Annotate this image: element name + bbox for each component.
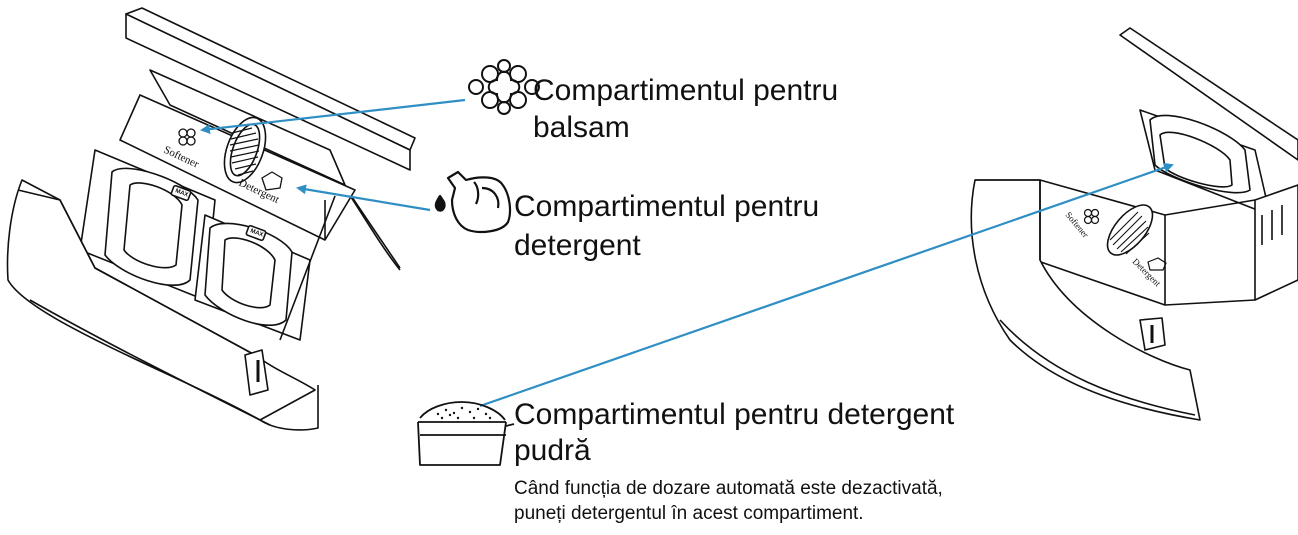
right-siphon-cap (1106, 204, 1154, 256)
liquid-detergent-arrow (296, 184, 431, 212)
left-drawer-front (6, 179, 319, 431)
left-drawer-illustration (6, 7, 416, 431)
softener-callout-line2: balsam (533, 111, 630, 144)
right-drawer-flower-icon (1083, 208, 1100, 225)
powder-detergent-callout-line2: pudră (514, 434, 591, 467)
liquid-detergent-callout-line1: Compartimentul pentru (514, 190, 820, 223)
powder-detergent-note-line2: puneți detergentul în acest compartiment… (514, 503, 864, 524)
left-drawer-bottle-icon (261, 171, 283, 191)
left-compartments (79, 149, 311, 341)
powder-detergent-arrow (479, 162, 1174, 408)
softener-arrow (200, 98, 466, 135)
liquid-detergent-callout-line2: detergent (514, 229, 641, 262)
left-drawer-flower-icon (178, 128, 196, 146)
powder-detergent-callout-line1: Compartimentul pentru detergent (514, 398, 955, 431)
right-drawer-bottle-icon (1147, 257, 1167, 271)
powder-detergent-note-line1: Când funcția de dozare automată este dez… (514, 478, 943, 499)
detergent-bottle-icon (434, 170, 512, 233)
left-siphon-cap (223, 116, 267, 184)
drawer-max-label-1: MAX (174, 188, 189, 198)
flower-icon (468, 59, 540, 115)
softener-callout-line1: Compartimentul pentru (533, 74, 839, 107)
callout-arrows (200, 98, 1174, 408)
powder-scoop-icon (417, 401, 515, 466)
right-drawer-illustration (970, 27, 1298, 421)
drawer-max-label-2: MAX (249, 228, 264, 238)
